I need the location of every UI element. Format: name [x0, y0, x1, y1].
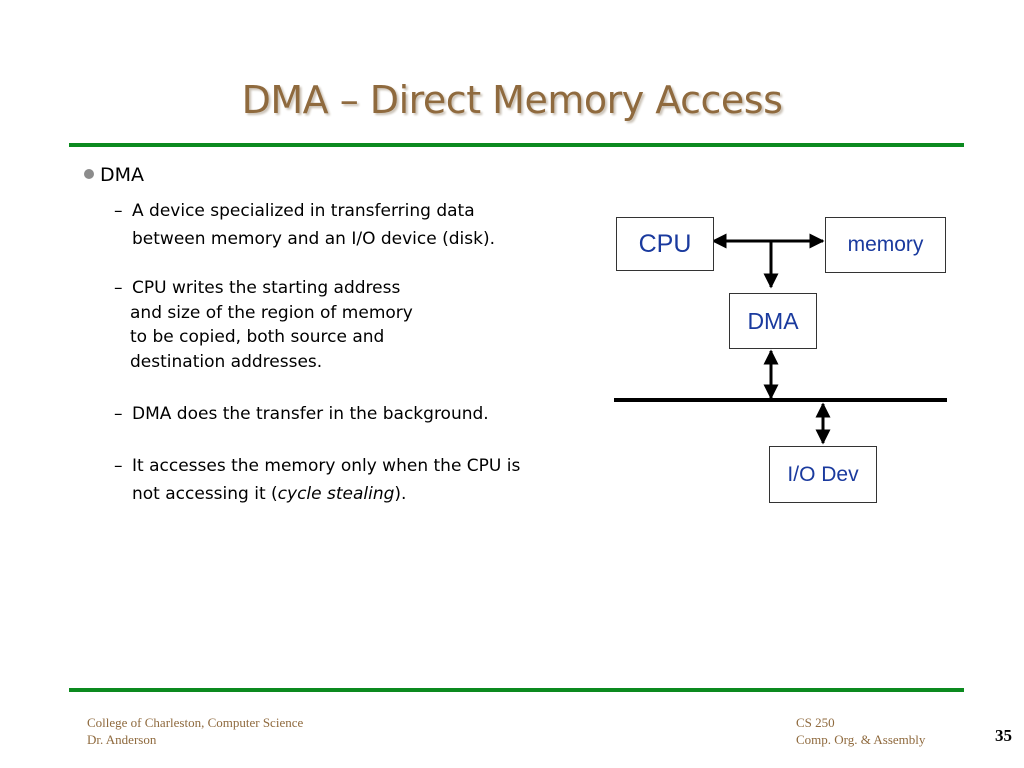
sub-point-2-line-4: destination addresses.	[130, 351, 323, 372]
sub-point-4-line-2: not accessing it (cycle stealing).	[114, 480, 520, 508]
memory-label: memory	[847, 233, 924, 256]
dash-marker: –	[114, 456, 123, 476]
sub-point-3: –DMA does the transfer in the background…	[114, 400, 489, 428]
sub-point-1-line-1: A device specialized in transferring dat…	[132, 201, 475, 221]
sub-point-4-text-pre: not accessing it (	[132, 484, 278, 504]
dma-label: DMA	[747, 307, 799, 334]
sub-point-2-line-3: to be copied, both source and	[130, 327, 385, 347]
footer-author: Dr. Anderson	[87, 732, 157, 747]
top-divider	[69, 143, 964, 147]
footer-course-name: Comp. Org. & Assembly	[796, 732, 926, 747]
cpu-label: CPU	[638, 229, 692, 258]
dash-marker: –	[114, 404, 123, 424]
sub-point-2-line-2: and size of the region of memory	[130, 302, 413, 323]
bullet-label: DMA	[100, 164, 145, 186]
dash-marker: –	[114, 201, 123, 221]
page-number: 35	[995, 726, 1012, 745]
io-dev-label: I/O Dev	[787, 462, 859, 486]
footer-institution: College of Charleston, Computer Science	[87, 715, 304, 730]
sub-point-1: –A device specialized in transferring da…	[114, 197, 495, 253]
sub-point-4-line-1: It accesses the memory only when the CPU…	[132, 456, 521, 476]
sub-point-1-line-2: between memory and an I/O device (disk).	[132, 229, 495, 249]
dash-marker: –	[114, 278, 123, 298]
dma-box: DMA	[729, 293, 817, 349]
footer-left: College of Charleston, Computer Science …	[87, 714, 303, 748]
footer-right: CS 250 Comp. Org. & Assembly	[796, 714, 925, 748]
sub-point-4: –It accesses the memory only when the CP…	[114, 452, 520, 508]
io-dev-box: I/O Dev	[769, 446, 877, 503]
cycle-stealing-term: cycle stealing	[277, 484, 395, 504]
footer-course: CS 250	[796, 715, 835, 730]
bullet-dot-icon	[84, 169, 94, 179]
sub-point-3-line-1: DMA does the transfer in the background.	[132, 404, 489, 424]
bullet-dma: DMA	[84, 164, 144, 186]
memory-box: memory	[825, 217, 946, 273]
sub-point-2-line-1: CPU writes the starting address	[132, 278, 401, 298]
cpu-box: CPU	[616, 217, 714, 271]
sub-point-2: –CPU writes the starting address and siz…	[114, 276, 413, 374]
bottom-divider	[69, 688, 964, 692]
sub-point-4-text-post: ).	[394, 484, 407, 504]
slide-title: DMA – Direct Memory Access	[241, 78, 783, 122]
